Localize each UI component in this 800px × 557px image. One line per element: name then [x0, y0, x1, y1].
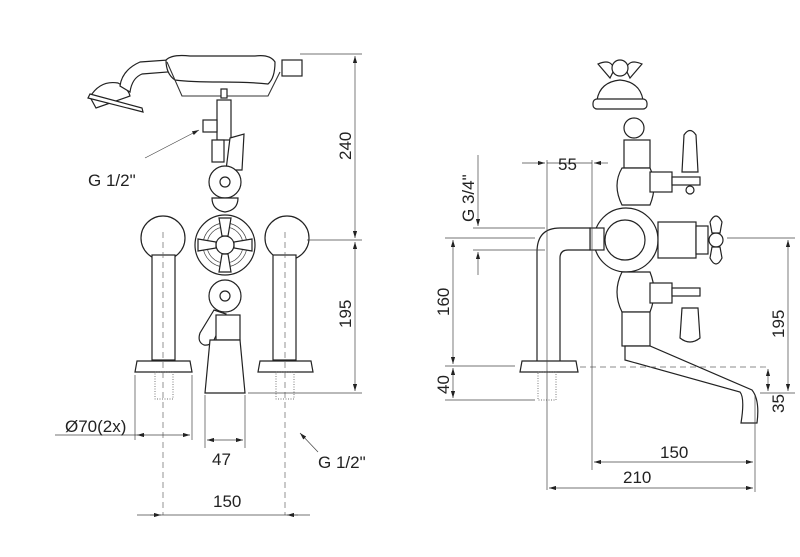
side-inlet-pipe	[536, 227, 591, 365]
thread-label-outlet: G 3/4"	[459, 174, 478, 222]
side-upper-lever	[681, 129, 699, 173]
dim-150-front: 150	[213, 492, 241, 511]
front-view-dimensions: 240 195 Ø70(2x) 47 150 G 1/2" G 1/2"	[55, 53, 366, 518]
cross-handle	[218, 217, 232, 237]
thread-label-inlet: G 1/2"	[318, 453, 366, 472]
dim-55: 55	[558, 155, 577, 174]
dim-160: 160	[434, 288, 453, 316]
handshower	[87, 54, 303, 113]
upper-lever-handle	[225, 133, 245, 171]
thread-label-handshower: G 1/2"	[88, 171, 136, 190]
dim-150-side: 150	[660, 443, 688, 462]
handshower-outlet-thread	[202, 119, 218, 133]
dim-base-diameter: Ø70(2x)	[65, 417, 126, 436]
left-leg	[151, 254, 176, 361]
side-bath-spout	[624, 345, 759, 424]
dim-195-side: 195	[769, 310, 788, 338]
front-view-faucet	[87, 54, 314, 515]
right-leg	[272, 254, 297, 361]
dim-35: 35	[769, 394, 788, 413]
dim-240: 240	[336, 132, 355, 160]
side-lower-lever	[679, 307, 701, 343]
right-ball	[264, 215, 310, 261]
side-view-dimensions: 55 G 3/4" 160 40 195 35 150 210	[434, 155, 795, 492]
side-showerhead	[596, 79, 644, 101]
side-view-faucet	[519, 59, 770, 424]
dim-40: 40	[434, 375, 453, 394]
dim-47: 47	[212, 450, 231, 469]
dim-195: 195	[336, 300, 355, 328]
dim-210: 210	[623, 468, 651, 487]
spout	[204, 339, 246, 394]
